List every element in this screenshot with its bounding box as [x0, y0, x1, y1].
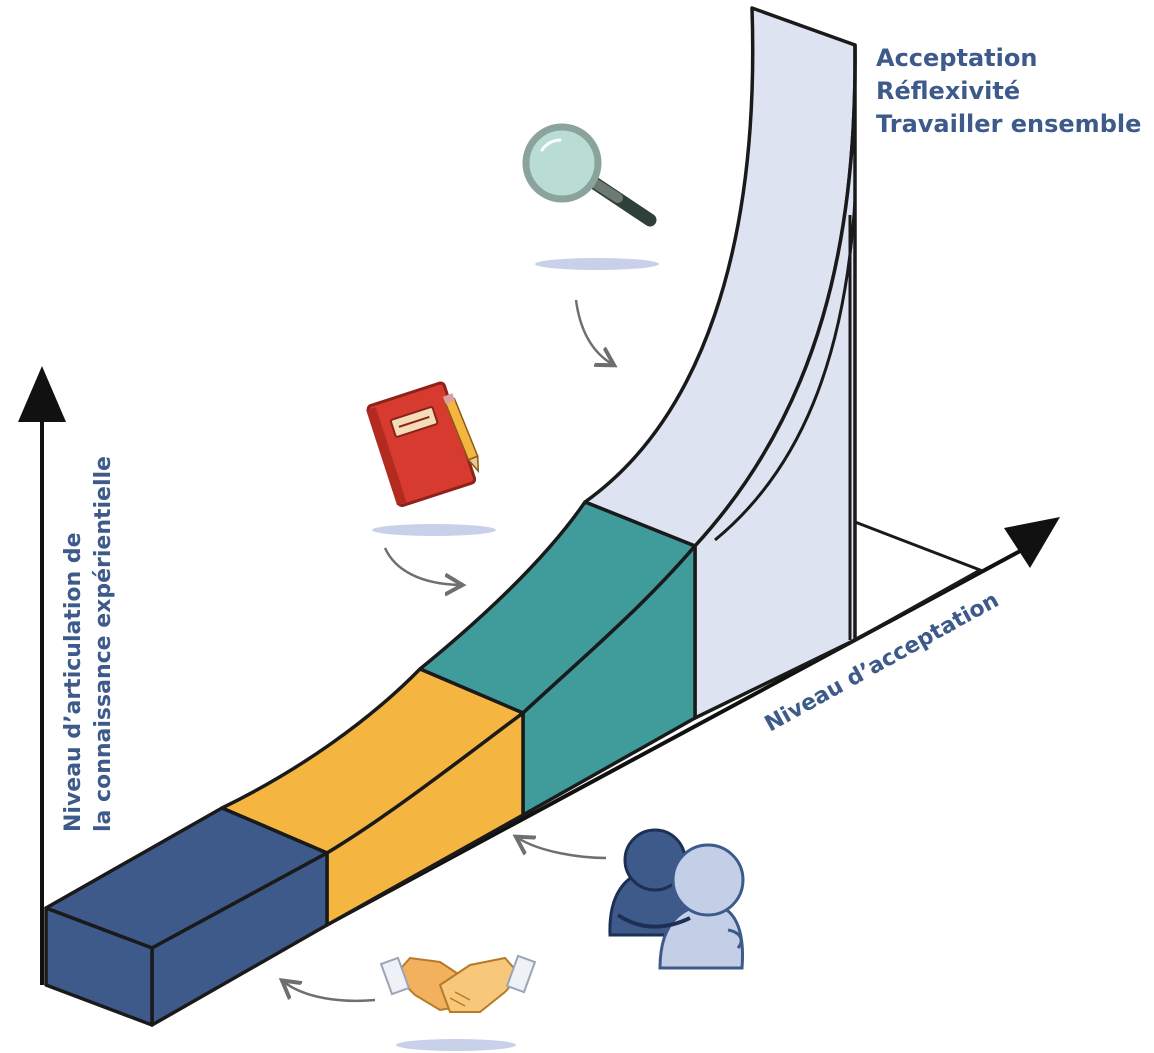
- y-axis: [18, 366, 66, 985]
- arrow-hug-to-step2: [518, 838, 607, 860]
- arrow-handshake-to-step1: [284, 982, 376, 1003]
- base-frame: [854, 520, 984, 642]
- notebook-shadow: [372, 524, 496, 536]
- handshake-icon: [379, 954, 537, 1013]
- y-axis-label-line2: la connaissance expérientielle: [91, 456, 116, 832]
- magnifier-shadow: [535, 258, 659, 270]
- notebook-pencil-icon: [366, 381, 480, 508]
- arrow-magnifier-to-wall: [574, 299, 612, 364]
- step-3-block: [418, 500, 697, 817]
- arrow-notebook-to-step3: [383, 547, 460, 585]
- label-reflexivite: Réflexivité: [876, 77, 1021, 105]
- magnifying-glass-icon: [522, 123, 657, 227]
- hug-people-icon: [608, 828, 745, 970]
- top-right-labels: Acceptation Réflexivité Travailler ensem…: [876, 42, 1141, 141]
- step-1-block: [44, 806, 329, 1027]
- label-travailler-ensemble: Travailler ensemble: [876, 110, 1142, 138]
- step-2-block: [220, 667, 525, 927]
- step-4-block: [583, 6, 857, 720]
- handshake-shadow: [396, 1039, 516, 1051]
- label-acceptation: Acceptation: [876, 44, 1038, 72]
- y-axis-label-line1: Niveau d’articulation de: [61, 533, 86, 833]
